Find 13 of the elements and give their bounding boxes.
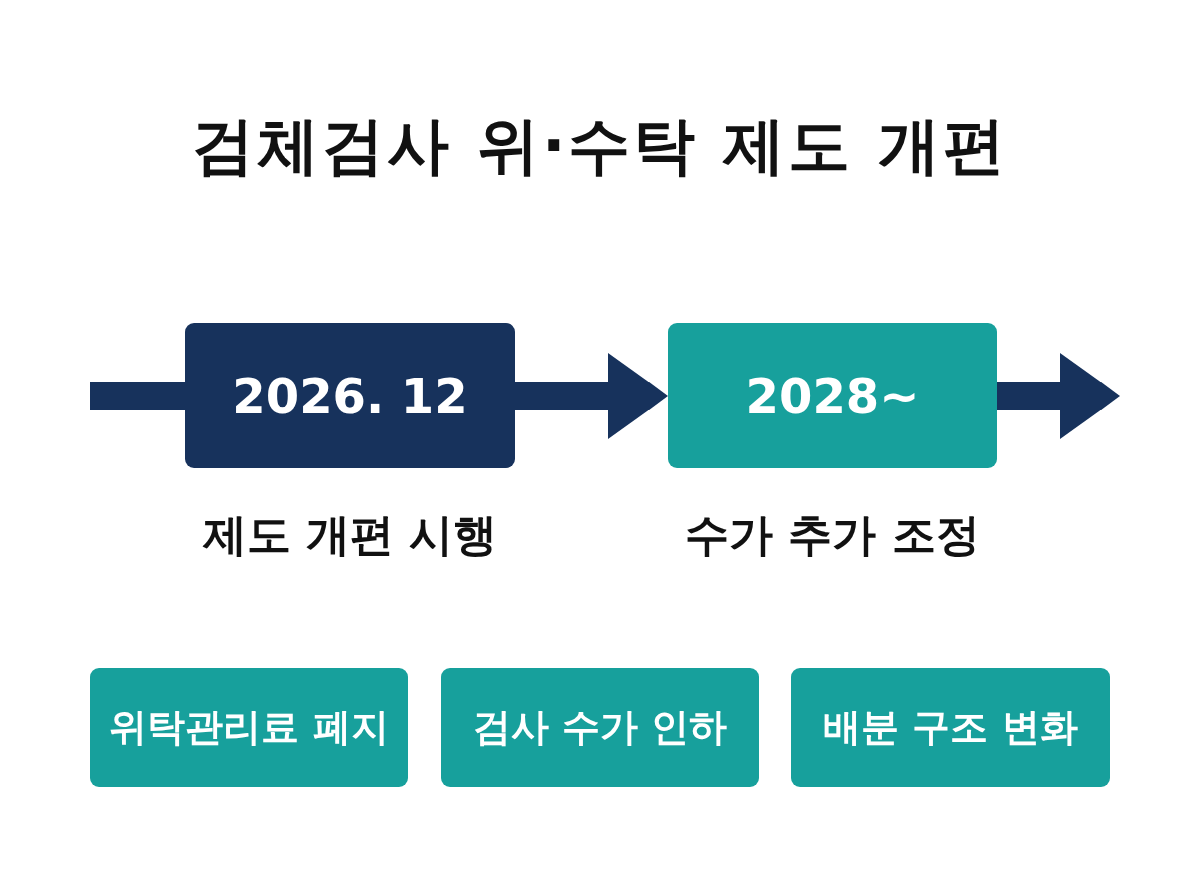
change-box [90,668,408,787]
box-label: 위탁관리료 폐지 [109,704,389,751]
box-label: 배분 구조 변화 [823,704,1078,751]
arrow [997,353,1120,439]
box-label: 2026. 12 [232,367,468,424]
arrow [515,353,668,439]
change-box [441,668,759,787]
milestone-caption: 제도 개편 시행 [202,508,498,562]
box-label: 2028~ [745,367,920,424]
change-box [791,668,1110,787]
title: 검체검사 위·수탁 제도 개편 [192,108,1008,184]
box-label: 검사 수가 인하 [472,704,728,751]
milestone-caption: 수가 추가 조정 [685,508,980,562]
